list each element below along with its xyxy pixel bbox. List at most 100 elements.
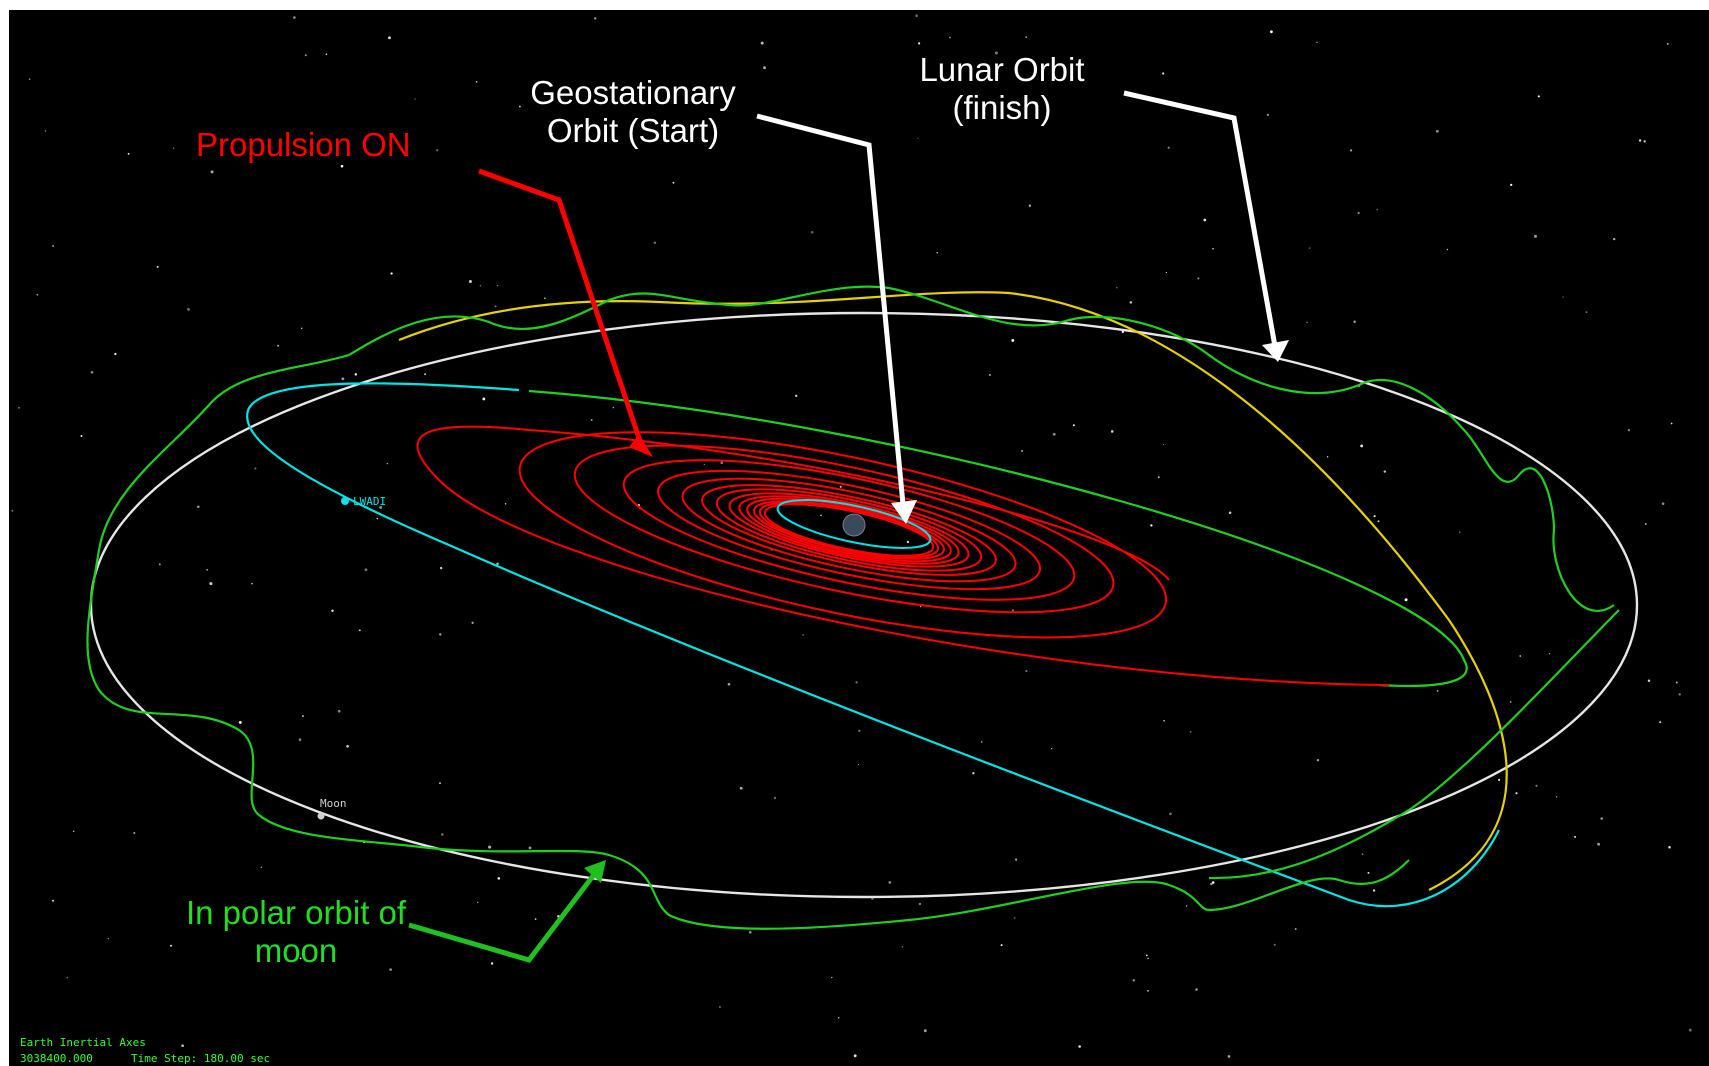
orbit-viewport[interactable]: LWADI Moon Propulsion ON Geostationary O… xyxy=(9,10,1709,1066)
star xyxy=(277,344,280,347)
star xyxy=(1666,42,1669,45)
star xyxy=(337,709,341,713)
star xyxy=(1167,146,1170,149)
star xyxy=(52,244,55,248)
star xyxy=(1353,320,1356,323)
star xyxy=(439,633,442,636)
star xyxy=(1377,520,1380,523)
spiral-outer-arc xyxy=(416,425,1390,686)
star xyxy=(1515,792,1518,795)
lunar-arc-yellow xyxy=(398,291,1508,891)
star xyxy=(857,763,860,766)
star xyxy=(488,845,492,849)
star xyxy=(917,42,921,45)
star xyxy=(1157,476,1160,479)
star xyxy=(475,81,478,83)
star xyxy=(1013,917,1016,919)
star xyxy=(1670,422,1673,425)
star xyxy=(1052,432,1056,436)
star xyxy=(1147,957,1149,960)
star xyxy=(479,285,482,287)
lunar-orbit-arrow xyxy=(1123,90,1289,362)
star xyxy=(1537,95,1540,98)
star xyxy=(341,377,345,381)
star xyxy=(260,866,262,868)
star xyxy=(1145,954,1148,957)
star xyxy=(1404,598,1408,602)
star xyxy=(672,181,675,184)
star xyxy=(1509,700,1512,703)
star xyxy=(1555,796,1558,798)
star xyxy=(1372,889,1376,892)
star xyxy=(127,153,130,155)
spiral-ring xyxy=(573,444,1115,614)
star xyxy=(1349,149,1353,152)
spacecraft-marker-icon[interactable] xyxy=(341,497,349,505)
star xyxy=(1163,720,1165,722)
star xyxy=(301,715,304,718)
star xyxy=(358,629,361,632)
star xyxy=(1270,30,1273,34)
star xyxy=(389,968,392,971)
star xyxy=(210,170,214,174)
star xyxy=(1668,845,1671,849)
star xyxy=(1659,721,1662,724)
polar-orbit-arrow xyxy=(408,860,606,963)
spiral-ring xyxy=(701,484,997,576)
star xyxy=(981,741,983,743)
star xyxy=(1585,311,1588,313)
star xyxy=(1306,321,1308,324)
propulsion-arrow xyxy=(478,168,653,457)
star xyxy=(251,582,253,585)
polar-callout-line2: moon xyxy=(254,932,338,969)
spiral-ring xyxy=(681,477,1017,583)
star xyxy=(837,1016,840,1019)
star xyxy=(1376,209,1378,211)
star xyxy=(1294,928,1297,930)
star xyxy=(550,132,553,136)
star xyxy=(11,509,14,512)
star xyxy=(44,130,47,132)
star xyxy=(133,832,136,834)
star xyxy=(170,944,172,947)
star xyxy=(1510,183,1513,187)
star xyxy=(653,241,657,245)
star xyxy=(727,682,731,686)
star xyxy=(901,946,904,948)
star xyxy=(1011,609,1015,612)
star xyxy=(379,505,383,509)
star xyxy=(441,833,444,836)
star xyxy=(703,463,705,465)
star xyxy=(331,609,334,613)
star xyxy=(820,514,822,517)
star xyxy=(1162,72,1165,75)
star xyxy=(206,568,209,571)
star xyxy=(853,1054,857,1058)
moon-marker-icon[interactable] xyxy=(317,812,325,820)
star xyxy=(156,265,159,268)
star xyxy=(299,957,302,960)
star xyxy=(1534,234,1537,238)
star xyxy=(1647,679,1651,683)
star xyxy=(414,98,416,100)
time-step-readout: Time Step: 180.00 sec xyxy=(131,1052,271,1065)
geo-callout: Geostationary Orbit (Start) xyxy=(505,74,761,150)
star xyxy=(949,36,951,39)
star xyxy=(1498,778,1501,781)
star xyxy=(114,352,117,356)
star xyxy=(1675,681,1678,684)
propulsion-callout: Propulsion ON xyxy=(196,126,411,163)
spiral-ring xyxy=(622,459,1076,601)
star xyxy=(172,147,175,149)
star xyxy=(468,280,472,283)
star xyxy=(1116,287,1118,289)
star xyxy=(1132,979,1135,982)
star xyxy=(293,16,296,19)
star xyxy=(718,1006,721,1008)
star xyxy=(17,406,20,409)
star xyxy=(497,877,501,880)
star xyxy=(760,41,764,45)
geo-arrow xyxy=(756,113,917,524)
star xyxy=(1025,669,1028,673)
star xyxy=(376,517,379,520)
